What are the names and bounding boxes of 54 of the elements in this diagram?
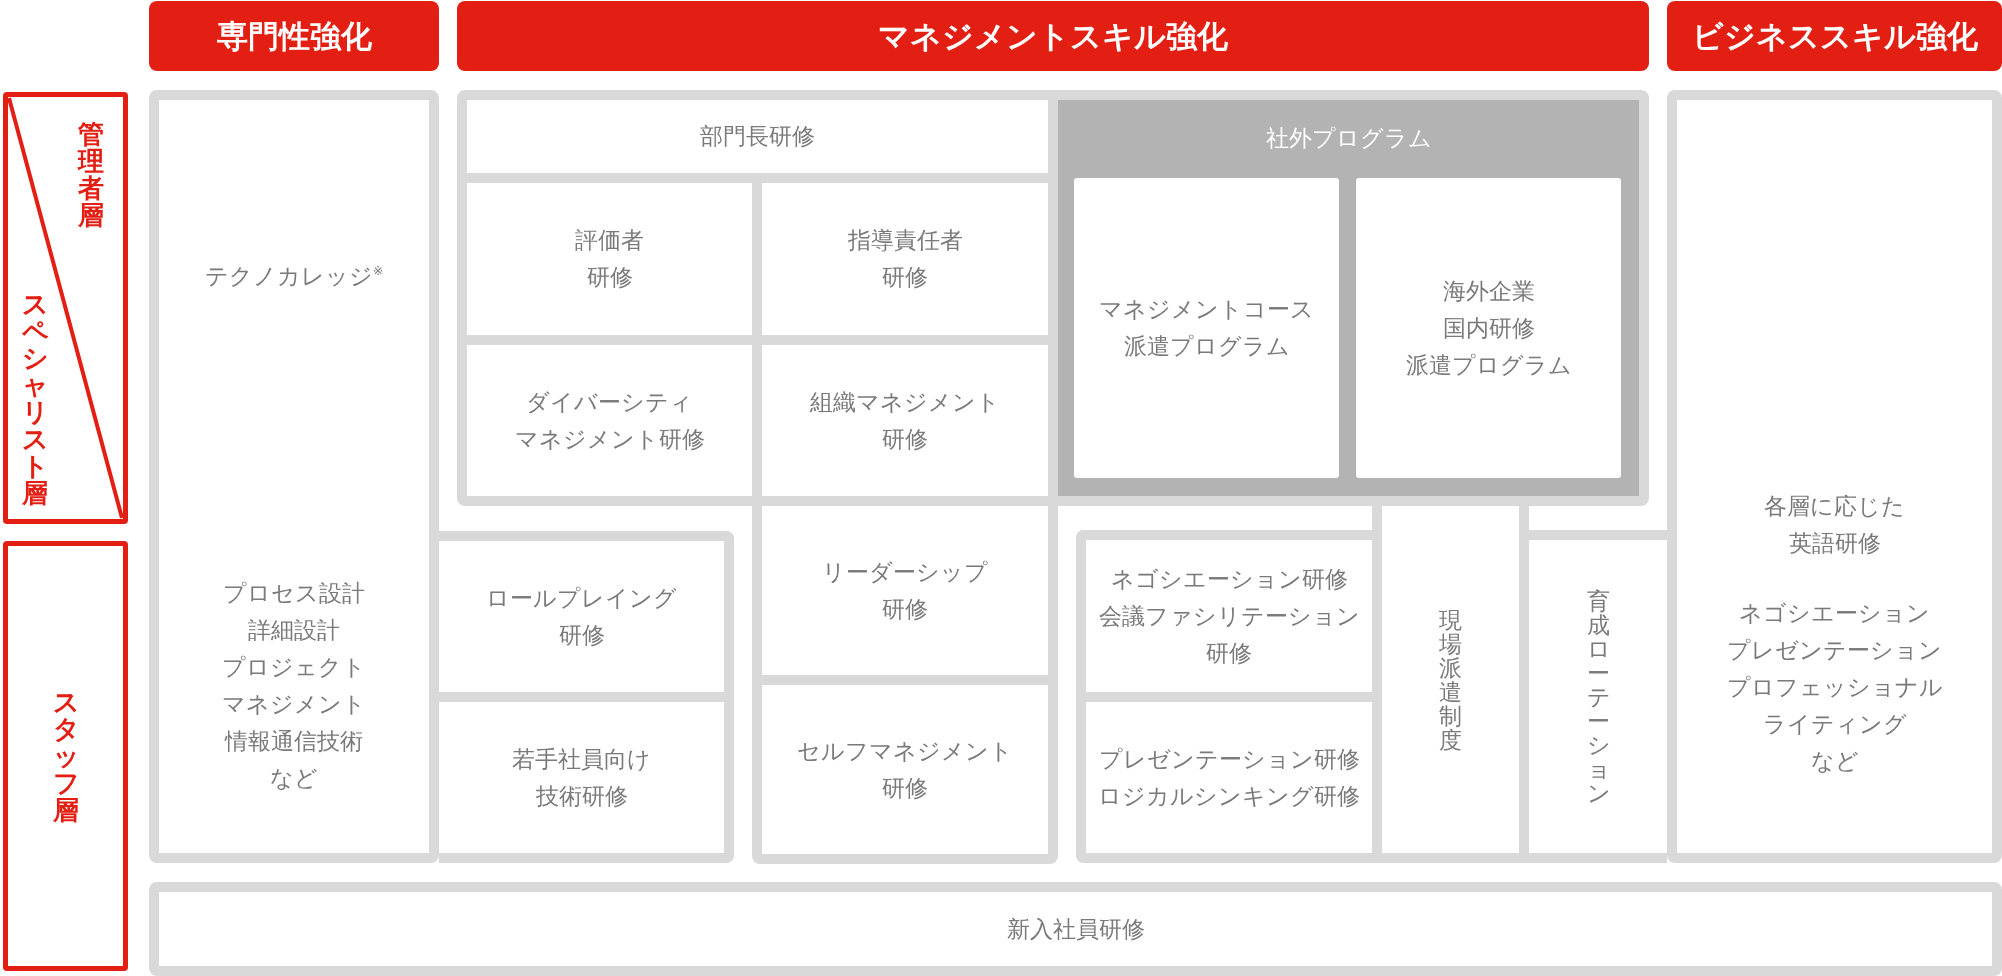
program-label: テクノカレッジ$^{※}$ (204, 261, 384, 291)
program-group-panel (1053, 90, 1649, 506)
program-label: 会議ファシリテーション研修 (1098, 601, 1360, 668)
program-label: 新入社員研修 (1006, 914, 1145, 944)
category-title: ビジネススキル強化 (1691, 17, 1978, 56)
program-label: 各層に応じた英語研修 (1764, 492, 1905, 558)
program-cell (1372, 506, 1529, 863)
program-label: 組織マネジメント研修 (810, 387, 1000, 454)
category-title: マネジメントスキル強化 (878, 17, 1228, 56)
program-cell (1076, 530, 1372, 697)
program-label: 詳細設計 (248, 616, 340, 645)
program-label: ロールプレイング研修 (486, 583, 677, 650)
program-cell (1076, 697, 1372, 863)
level-box (3, 541, 128, 971)
program-label: 育成ローテーション (1586, 588, 1610, 805)
program-label: 評価者研修 (575, 226, 644, 292)
program-label: 現場派遣制度 (1439, 607, 1462, 752)
program-label: 情報通信技術 (225, 727, 363, 756)
program-cell (149, 90, 439, 863)
program-cell (1529, 530, 1667, 863)
program-label: プロセス設計 (223, 579, 365, 608)
program-label: ロジカルシンキング研修 (1098, 781, 1360, 811)
program-label: ダイバーシティマネジメント研修 (514, 387, 705, 454)
program-label: 海外企業国内研修派遣プログラム (1405, 276, 1572, 380)
program-cell (1074, 178, 1339, 478)
program-cell (439, 531, 734, 697)
program-cell (1356, 178, 1621, 478)
program-cell (1667, 90, 2002, 863)
program-label: プレゼンテーション (1727, 636, 1942, 665)
program-label: プレゼンテーション研修 (1098, 744, 1360, 774)
program-label: セルフマネジメント研修 (797, 736, 1013, 803)
program-label: マネジメントコース派遣プログラム (1099, 295, 1314, 361)
program-label: プロジェクトマネジメント (222, 653, 366, 719)
program-label: 若手社員向け技術研修 (512, 744, 651, 811)
level-label: 管理者層 (78, 121, 104, 229)
level-label: スタッフ層 (52, 688, 79, 824)
category-band (457, 1, 1649, 71)
program-label: 指導責任者研修 (847, 226, 963, 292)
program-label: ネゴシエーション (1739, 599, 1930, 628)
level-label: スペシャリスト層 (22, 291, 48, 507)
category-title: 専門性強化 (216, 17, 372, 56)
program-cell (752, 680, 1058, 864)
program-label: リーダーシップ研修 (822, 557, 988, 624)
category-band (1667, 1, 2002, 71)
program-cell (752, 506, 1058, 680)
program-label: ネゴシエーション研修 (1110, 564, 1348, 594)
category-band (149, 1, 439, 71)
program-label: 部門長研修 (700, 122, 815, 151)
group-title: 社外プログラム (1265, 124, 1432, 153)
program-label: プロフェッショナルライティング (1726, 673, 1943, 739)
program-cell (439, 697, 734, 863)
program-label: など (1810, 747, 1859, 776)
program-label: など (270, 764, 318, 793)
program-cell (149, 882, 2002, 976)
